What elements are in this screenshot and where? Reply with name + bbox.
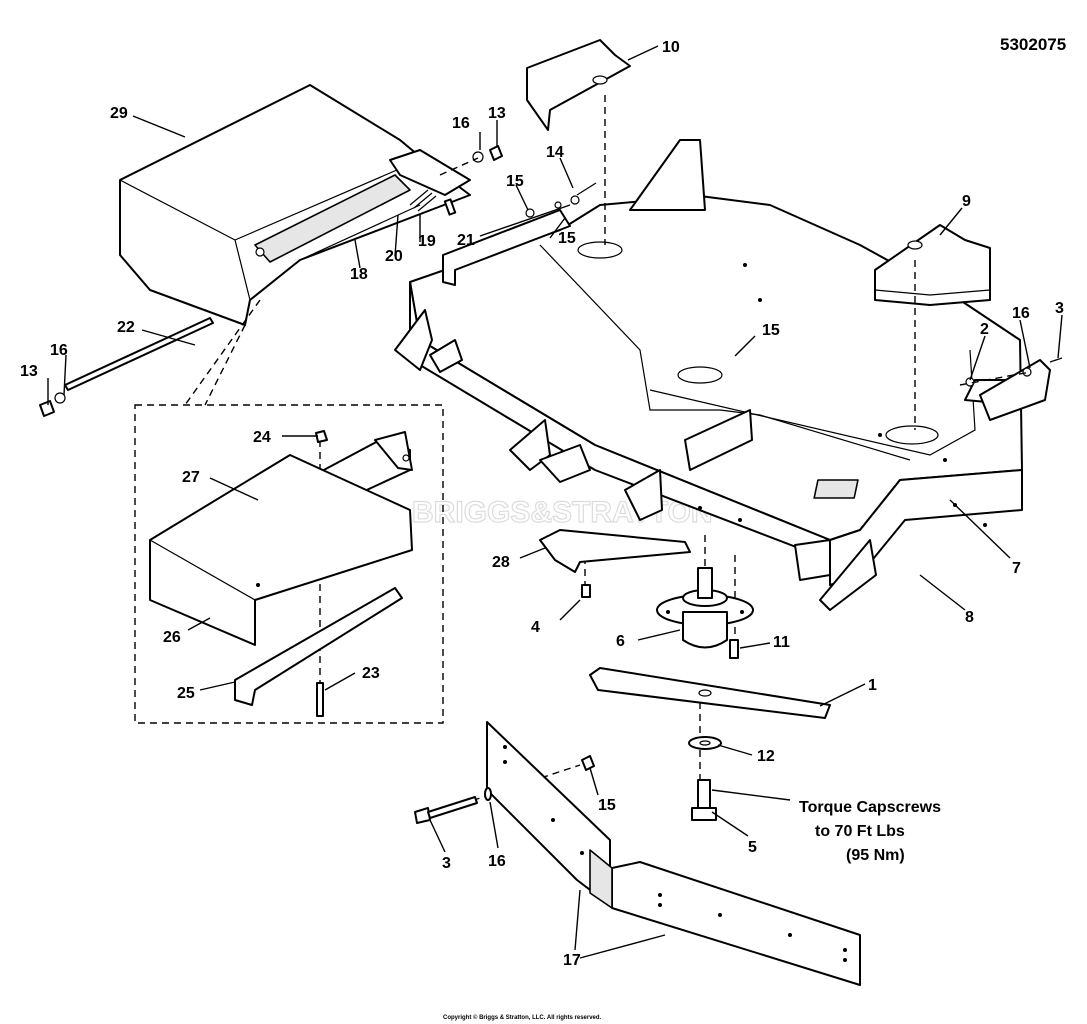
callout-28: 28: [492, 554, 510, 571]
callout-25: 25: [177, 685, 195, 702]
callout-18: 18: [350, 266, 368, 283]
callout-26: 26: [163, 629, 181, 646]
deck-bracket: [442, 182, 597, 286]
bolt-11: [729, 639, 739, 659]
document-number: 5302075: [1000, 35, 1066, 54]
callout-9: 9: [962, 193, 971, 210]
inset-detail-box: [134, 404, 444, 724]
callout-24: 24: [253, 429, 271, 446]
chute-hinge-hardware: [472, 145, 503, 163]
baffle-hardware: [414, 755, 595, 824]
callout-5: 5: [748, 839, 757, 856]
mower-deck-housing: [394, 139, 1026, 611]
callout-14: 14: [546, 144, 564, 161]
callout-16: 16: [50, 342, 68, 359]
discharge-chute-29: [119, 84, 471, 326]
callout-4: 4: [531, 619, 540, 636]
callout-16: 16: [452, 115, 470, 132]
callout-leaders: [47, 45, 1063, 959]
callout-20: 20: [385, 248, 403, 265]
callout-27: 27: [182, 469, 200, 486]
callout-10: 10: [662, 39, 680, 56]
callout-13: 13: [488, 105, 506, 122]
spindle-cover-10: [526, 39, 631, 131]
callout-13: 13: [20, 363, 38, 380]
callout-7: 7: [1012, 560, 1021, 577]
callout-22: 22: [117, 319, 135, 336]
callout-17: 17: [563, 952, 581, 969]
torque-note: Torque Capscrews to 70 Ft Lbs (95 Nm): [799, 799, 941, 864]
callout-21: 21: [457, 232, 475, 249]
callout-3: 3: [442, 855, 451, 872]
capscrew-5: [691, 779, 717, 821]
spindle-assembly-6: [656, 567, 754, 649]
callout-15: 15: [598, 797, 616, 814]
callout-19: 19: [418, 233, 436, 250]
callout-11: 11: [773, 634, 790, 651]
inset-chute-assembly: [149, 430, 413, 717]
callout-numbers: 29 10 9 16 13 14 15 15 21 19 20 18 22 16…: [20, 39, 1064, 969]
callout-15: 15: [762, 322, 780, 339]
callout-2: 2: [980, 321, 989, 338]
callout-16: 16: [488, 853, 506, 870]
callout-1: 1: [868, 677, 877, 694]
spindle-cover-9: [874, 224, 991, 306]
copyright-notice: Copyright © Briggs & Stratton, LLC. All …: [443, 1014, 602, 1021]
rod-22: [39, 317, 214, 417]
washer-12: [688, 736, 722, 750]
callout-23: 23: [362, 665, 380, 682]
callout-15: 15: [506, 173, 524, 190]
blade-1: [589, 667, 831, 719]
callout-15: 15: [558, 230, 576, 247]
bracket-28: [539, 529, 691, 573]
callout-3: 3: [1055, 300, 1064, 317]
callout-29: 29: [110, 105, 128, 122]
bolt-4: [581, 584, 591, 598]
callout-6: 6: [616, 633, 625, 650]
callout-8: 8: [965, 609, 974, 626]
callout-16: 16: [1012, 305, 1030, 322]
side-baffle-17: [486, 721, 861, 986]
torque-note-line-1: Torque Capscrews: [799, 799, 941, 816]
watermark-text: BRIGGS&STRATTON: [412, 496, 713, 529]
torque-note-line-2: to 70 Ft Lbs: [815, 823, 905, 840]
callout-12: 12: [757, 748, 775, 765]
torque-note-line-3: (95 Nm): [846, 847, 905, 864]
